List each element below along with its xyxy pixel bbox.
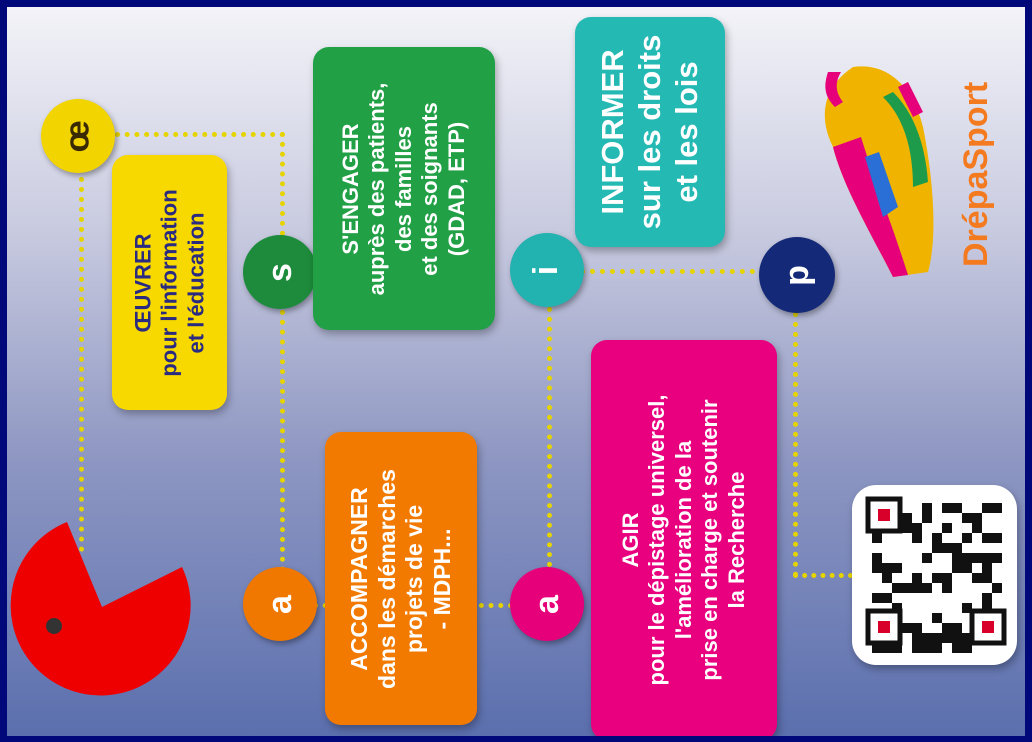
qr-pattern-icon bbox=[865, 496, 1007, 653]
engager-line4: et des soignants bbox=[417, 101, 443, 276]
oeuvrer-line2: pour l'information bbox=[156, 188, 182, 377]
pacman-icon bbox=[10, 522, 191, 696]
engager-line2: auprès des patients, bbox=[364, 82, 390, 295]
connector-i-a2 bbox=[547, 307, 552, 577]
agir-line5: la Recherche bbox=[723, 471, 749, 609]
agir-line2: pour le dépistage universel, bbox=[644, 394, 670, 686]
sneaker-icon bbox=[824, 66, 934, 277]
connector-i-p bbox=[580, 269, 765, 274]
drepasport-logo: DrépaSport bbox=[813, 57, 1013, 297]
circle-i: i bbox=[510, 233, 584, 307]
oeuvrer-line3: et l'éducation bbox=[182, 212, 208, 353]
box-accompagner: ACCOMPAGNER dans les démarches projets d… bbox=[325, 432, 477, 725]
box-engager: S'ENGAGER auprès des patients, des famil… bbox=[313, 47, 495, 330]
circle-a-orange: a bbox=[243, 567, 317, 641]
connector-s-down bbox=[280, 132, 285, 582]
circle-s: s bbox=[243, 235, 317, 309]
accompagner-line4: - MDPH... bbox=[428, 528, 455, 629]
connector-qr bbox=[793, 573, 853, 578]
circle-p: p bbox=[759, 237, 835, 313]
informer-line2: sur les droits bbox=[632, 34, 668, 230]
logo-text: DrépaSport bbox=[957, 82, 995, 267]
engager-line5: (GDAD, ETP) bbox=[443, 121, 469, 256]
connector-p-qr bbox=[793, 312, 798, 577]
circle-oe: œ bbox=[41, 99, 115, 173]
informer-line3: et les lois bbox=[669, 61, 705, 203]
svg-text:DrépaSport: DrépaSport bbox=[957, 82, 995, 267]
poster-panel: œ s a a i p ŒUVRER pour l'information et… bbox=[7, 7, 1025, 736]
engager-line3: des familles bbox=[390, 125, 416, 252]
box-oeuvrer: ŒUVRER pour l'information et l'éducation bbox=[112, 155, 227, 410]
box-agir: AGIR pour le dépistage universel, l'amél… bbox=[591, 340, 777, 736]
accompagner-title: ACCOMPAGNER bbox=[345, 486, 372, 671]
accompagner-line3: projets de vie bbox=[401, 504, 427, 653]
connector-oe-pac bbox=[79, 167, 84, 552]
qr-code bbox=[852, 485, 1017, 665]
engager-title: S'ENGAGER bbox=[338, 122, 364, 255]
circle-a-pink: a bbox=[510, 567, 584, 641]
agir-title: AGIR bbox=[618, 512, 644, 568]
informer-title: INFORMER bbox=[595, 49, 631, 215]
box-informer: INFORMER sur les droits et les lois bbox=[575, 17, 725, 247]
oeuvrer-title: ŒUVRER bbox=[129, 232, 155, 333]
connector-oe-s bbox=[115, 132, 285, 137]
agir-line3: l'amélioration de la bbox=[670, 440, 696, 640]
agir-line4: prise en charge et soutenir bbox=[697, 399, 723, 681]
accompagner-line2: dans les démarches bbox=[373, 468, 400, 689]
